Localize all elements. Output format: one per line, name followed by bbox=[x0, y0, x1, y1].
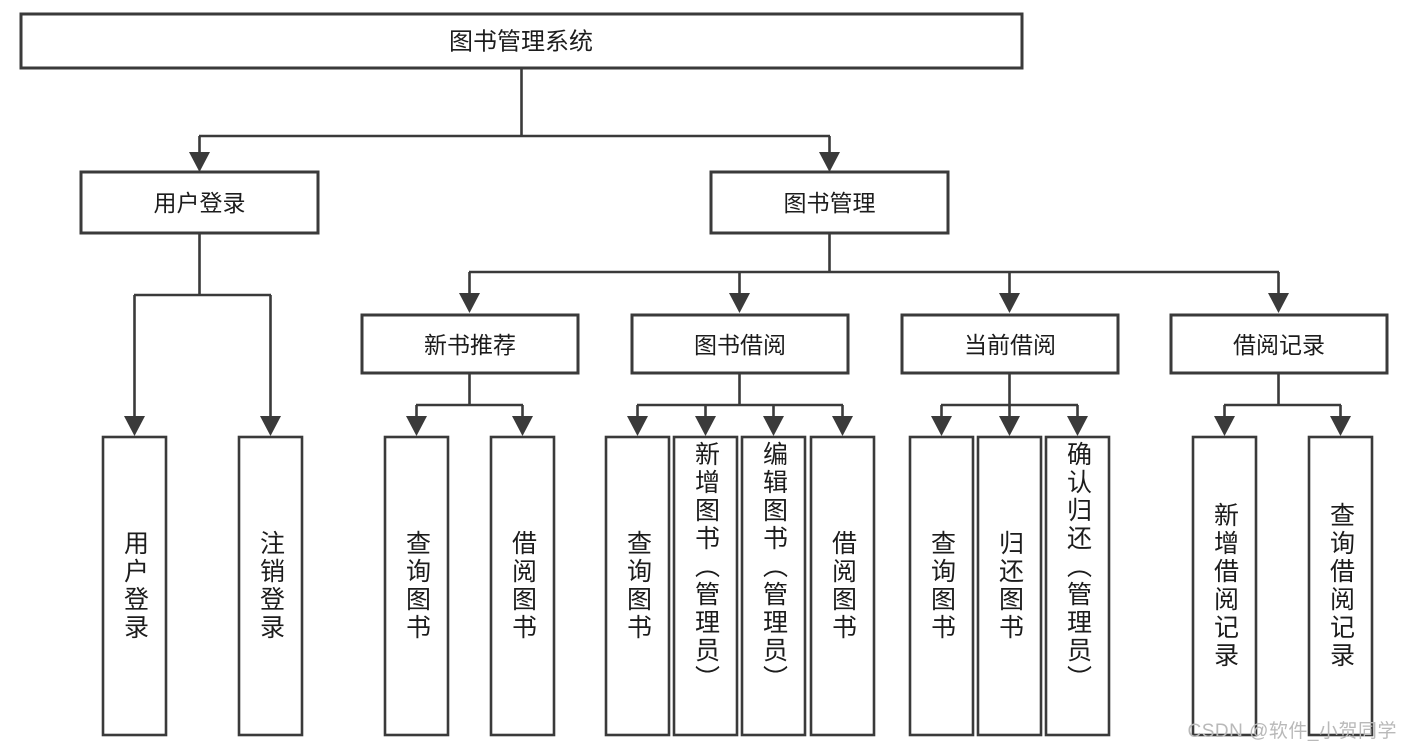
leaf-box-user-login[interactable] bbox=[101, 435, 168, 737]
arrowhead-bookborrow-leaf3 bbox=[763, 416, 784, 436]
node-root-box[interactable] bbox=[19, 12, 1024, 70]
node-user-login[interactable]: 用户登录 bbox=[79, 170, 320, 235]
node-book-borrow-label: 图书借阅 bbox=[694, 332, 786, 358]
node-borrow-record-label: 借阅记录 bbox=[1233, 332, 1325, 358]
leaf-box-logout[interactable] bbox=[237, 435, 304, 737]
watermark: CSDN @软件_小贺同学 bbox=[1187, 721, 1397, 742]
node-root[interactable]: 图书管理系统 bbox=[19, 12, 1024, 70]
arrowhead-currentborrow-leaf2 bbox=[999, 416, 1020, 436]
node-book-management[interactable]: 图书管理 bbox=[709, 170, 950, 235]
node-root-label: 图书管理系统 bbox=[449, 29, 593, 56]
node-current-borrow-label: 当前借阅 bbox=[964, 332, 1056, 358]
node-current-borrow-box[interactable] bbox=[900, 313, 1120, 375]
arrowhead-bookborrow-leaf4 bbox=[832, 416, 853, 436]
node-book-borrow[interactable]: 图书借阅 bbox=[630, 313, 850, 375]
node-new-book-recommend-label: 新书推荐 bbox=[424, 332, 516, 358]
arrowhead-currentborrow-leaf3 bbox=[1067, 416, 1088, 436]
node-new-book-recommend-box[interactable] bbox=[360, 313, 580, 375]
arrowhead-borrowrecord-leaf2 bbox=[1330, 416, 1351, 436]
node-user-login-label: 用户登录 bbox=[154, 190, 246, 216]
leaf-box-current-return[interactable] bbox=[976, 435, 1043, 737]
arrowhead-newbook-leaf1 bbox=[406, 416, 427, 436]
arrowhead-borrowrecord-leaf1 bbox=[1214, 416, 1235, 436]
node-borrow-record[interactable]: 借阅记录 bbox=[1169, 313, 1389, 375]
arrowhead-logout-leaf bbox=[260, 416, 281, 436]
arrowhead-bookborrow-leaf1 bbox=[627, 416, 648, 436]
leaf-box-borrow-query[interactable] bbox=[604, 435, 671, 737]
leaf-box-borrow-edit[interactable] bbox=[740, 435, 807, 737]
arrowhead-newbook-leaf2 bbox=[512, 416, 533, 436]
leaf-box-record-add[interactable] bbox=[1191, 435, 1258, 737]
leaf-box-borrow-lend[interactable] bbox=[809, 435, 876, 737]
arrowhead-to-user-login bbox=[189, 152, 210, 172]
node-current-borrow[interactable]: 当前借阅 bbox=[900, 313, 1120, 375]
arrowhead-to-new-book bbox=[459, 293, 480, 313]
leaf-box-record-query[interactable] bbox=[1307, 435, 1374, 737]
leaf-box-current-query[interactable] bbox=[908, 435, 975, 737]
node-book-management-label: 图书管理 bbox=[784, 190, 876, 216]
node-borrow-record-box[interactable] bbox=[1169, 313, 1389, 375]
leaf-box-newbook-borrow[interactable] bbox=[489, 435, 556, 737]
arrowhead-to-book-borrow bbox=[729, 293, 750, 313]
leaf-box-current-confirm[interactable] bbox=[1044, 435, 1111, 737]
arrowhead-currentborrow-leaf1 bbox=[931, 416, 952, 436]
arrowhead-bookborrow-leaf2 bbox=[695, 416, 716, 436]
leaf-box-newbook-query[interactable] bbox=[383, 435, 450, 737]
arrowhead-to-borrow-record bbox=[1268, 293, 1289, 313]
node-book-management-box[interactable] bbox=[709, 170, 950, 235]
node-new-book-recommend[interactable]: 新书推荐 bbox=[360, 313, 580, 375]
arrowhead-user-login-leaf bbox=[124, 416, 145, 436]
node-book-borrow-box[interactable] bbox=[630, 313, 850, 375]
arrowhead-to-book-mgmt bbox=[819, 152, 840, 172]
leaf-box-borrow-add[interactable] bbox=[672, 435, 739, 737]
arrowhead-to-current-borrow bbox=[999, 293, 1020, 313]
